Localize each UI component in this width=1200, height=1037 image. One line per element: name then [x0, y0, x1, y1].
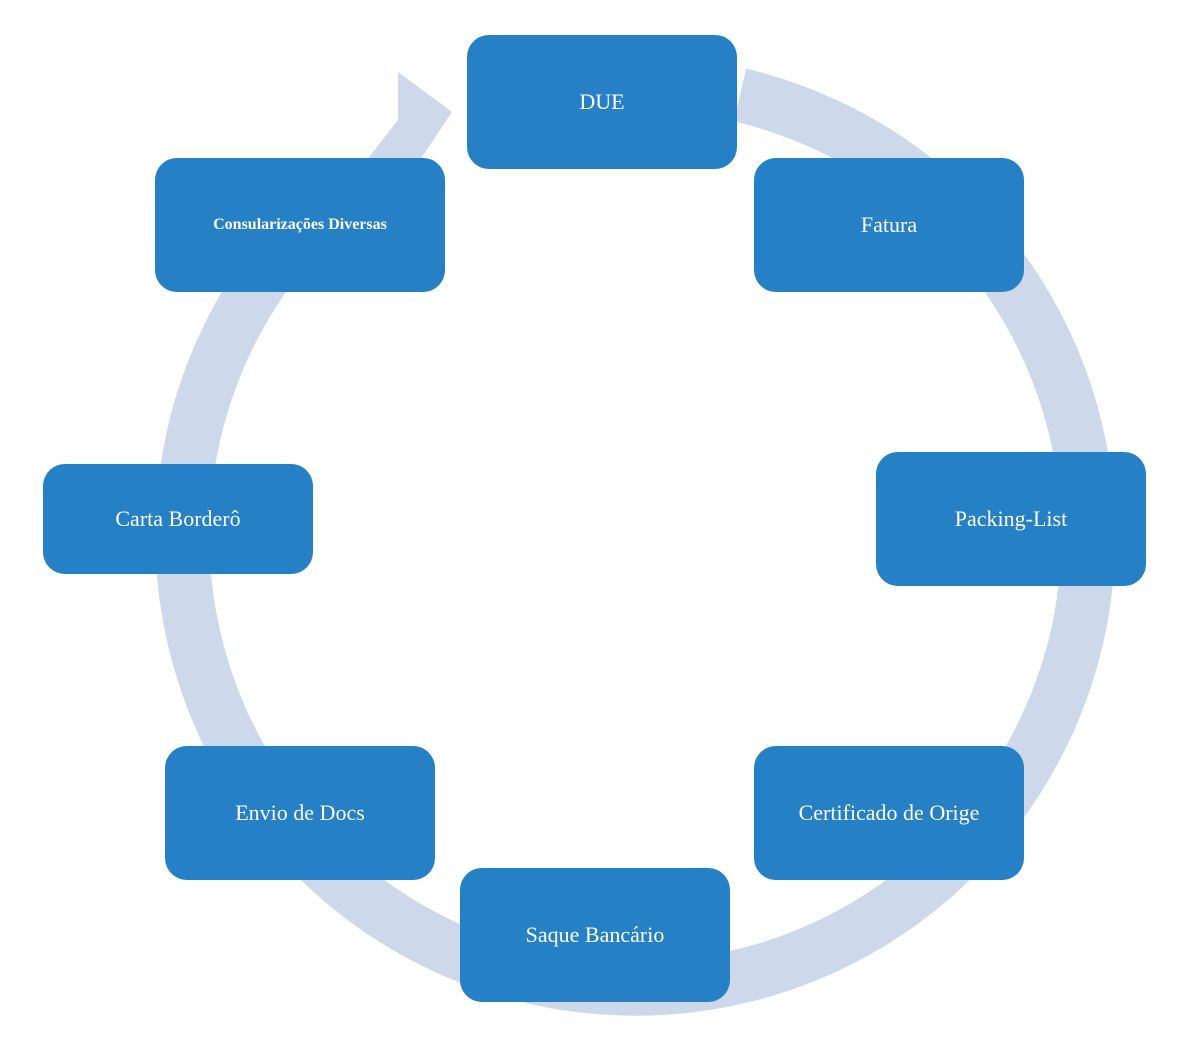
node-envio-de-docs: Envio de Docs [165, 746, 435, 880]
node-packing-list-label: Packing-List [954, 505, 1068, 531]
node-due-label: DUE [579, 88, 625, 114]
node-envio-de-docs-label: Envio de Docs [235, 799, 365, 825]
node-fatura: Fatura [754, 158, 1024, 292]
node-certificado-de-origem-label: Certificado de Orige [798, 799, 980, 825]
node-certificado-de-origem: Certificado de Orige [754, 746, 1024, 880]
node-saque-bancario: Saque Bancário [460, 868, 730, 1002]
node-carta-bordero-label: Carta Borderô [115, 505, 241, 531]
node-saque-bancario-label: Saque Bancário [525, 921, 665, 947]
node-carta-bordero: Carta Borderô [43, 464, 313, 574]
node-due: DUE [467, 35, 737, 169]
node-consularizacoes-diversas: Consularizações Diversas [155, 158, 445, 292]
node-consularizacoes-diversas-label: Consularizações Diversas [213, 216, 387, 234]
node-fatura-label: Fatura [860, 211, 918, 237]
node-packing-list: Packing-List [876, 452, 1146, 586]
